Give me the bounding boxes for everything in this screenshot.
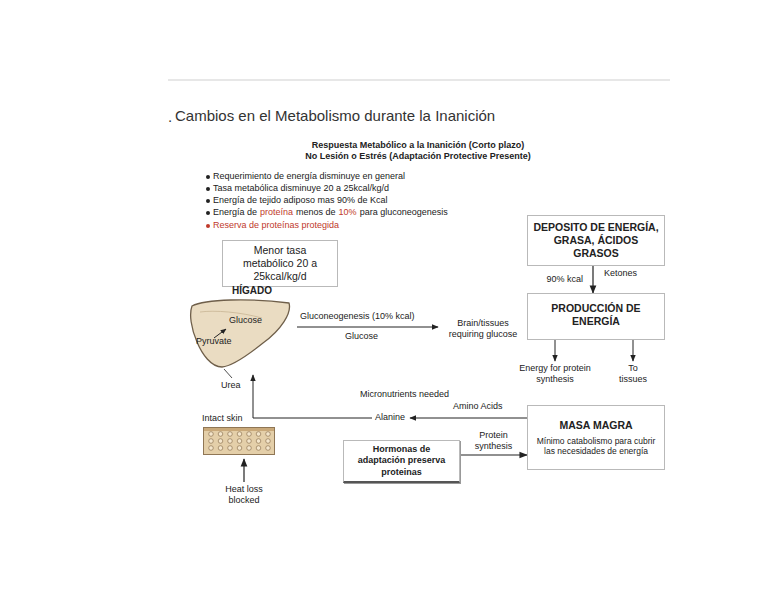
page-title: Cambios en el Metabolismo durante la Ina… [175, 107, 495, 125]
bullet-text: Requerimiento de energía disminuye en ge… [213, 171, 405, 182]
bullet-text: Reserva de proteínas protegida [213, 220, 339, 231]
amino-arrow [410, 418, 527, 419]
rule-line [168, 80, 670, 81]
node-text: Glucose [229, 315, 262, 325]
bullet-dot [206, 224, 210, 228]
urea-leader [224, 369, 232, 378]
diagram-label: No Lesión o Estrés (Adaptación Protectiv… [243, 151, 593, 162]
diagram-label: Ketones [604, 268, 637, 279]
glucose-arrow [297, 327, 438, 328]
bullet-text: Energía de [213, 207, 257, 218]
node-text: Pyruvate [196, 336, 232, 346]
diagram-label: . [168, 108, 172, 126]
tissues-arrow [633, 340, 634, 361]
bullet-text: para gluconeogenesis [360, 207, 448, 218]
energy-arrow [555, 340, 556, 361]
node-heading: MASA MAGRA [559, 419, 632, 432]
bullet-text: proteína [260, 207, 293, 218]
bullet-text: 10% [339, 207, 357, 218]
diagram-label: Alanine [375, 412, 405, 423]
diagram-label: Energy for protein synthesis [511, 363, 599, 385]
skin-cells [204, 428, 274, 454]
bullet-dot [206, 199, 210, 203]
liver-organ: HÍGADOGlucosePyruvate [188, 298, 292, 370]
node-body: Mínimo catabolismo para cubrir las neces… [533, 436, 659, 456]
bullet-text: menos de [296, 207, 336, 218]
bullet-text: Tasa metabólica disminuye 20 a 25kcal/kg… [213, 183, 389, 194]
rate-box: Menor tasa metabólico 20 a 25kcal/kg/d [222, 240, 338, 287]
liver-outline [188, 298, 292, 370]
flow-arrow [460, 454, 527, 455]
diagram-label: Heat loss blocked [218, 484, 270, 506]
diagram-label: Amino Acids [453, 401, 503, 412]
bullet-text: Energía de tejido adiposo mas 90% de Kca… [213, 195, 388, 206]
flow-arrow [592, 266, 593, 293]
edge-label: Protein synthesis [469, 430, 519, 452]
bullet-dot [206, 211, 210, 215]
heat-arrow [243, 459, 244, 482]
diagram-label: Respuesta Metabólico a la Inanición (Cor… [243, 140, 593, 151]
energy-production-box: PRODUCCIÓN DE ENERGÍA [527, 293, 665, 340]
bullet-dot [206, 187, 210, 191]
node-heading: PRODUCCIÓN DE ENERGÍA [533, 302, 659, 328]
bullet-dot [206, 175, 210, 179]
diagram-label: Brain/tissues requiring glucose [441, 318, 525, 340]
node-heading: Intact skin [202, 413, 243, 423]
lean-mass-box: MASA MAGRA Mínimo catabolismo para cubrir… [527, 405, 665, 470]
node-heading: HÍGADO [232, 285, 272, 296]
energy-store-box: DEPOSITO DE ENERGÍA, GRASA, ÁCIDOS GRASO… [527, 215, 665, 266]
diagram-label: To tissues [613, 363, 653, 385]
alanine-return-arrow [253, 375, 372, 418]
diagram-label: Gluconeogenesis (10% kcal) [300, 311, 415, 322]
diagram-label: Urea [221, 380, 241, 391]
node-heading: Menor tasa metabólico 20 a 25kcal/kg/d [228, 244, 332, 283]
hormone-box: Hormonas de adaptación preserva proteina… [343, 440, 460, 483]
skin-section: Intact skin [203, 427, 275, 455]
node-heading: Hormonas de adaptación preserva proteina… [349, 444, 454, 478]
diagram-label: Micronutrients needed [360, 389, 449, 400]
edge-label: 90% kcal [546, 274, 583, 285]
diagram-label: Glucose [345, 331, 378, 342]
bullet-line: Energía deproteínamenos de10%para glucon… [213, 207, 448, 218]
node-heading: DEPOSITO DE ENERGÍA, GRASA, ÁCIDOS GRASO… [533, 221, 659, 260]
